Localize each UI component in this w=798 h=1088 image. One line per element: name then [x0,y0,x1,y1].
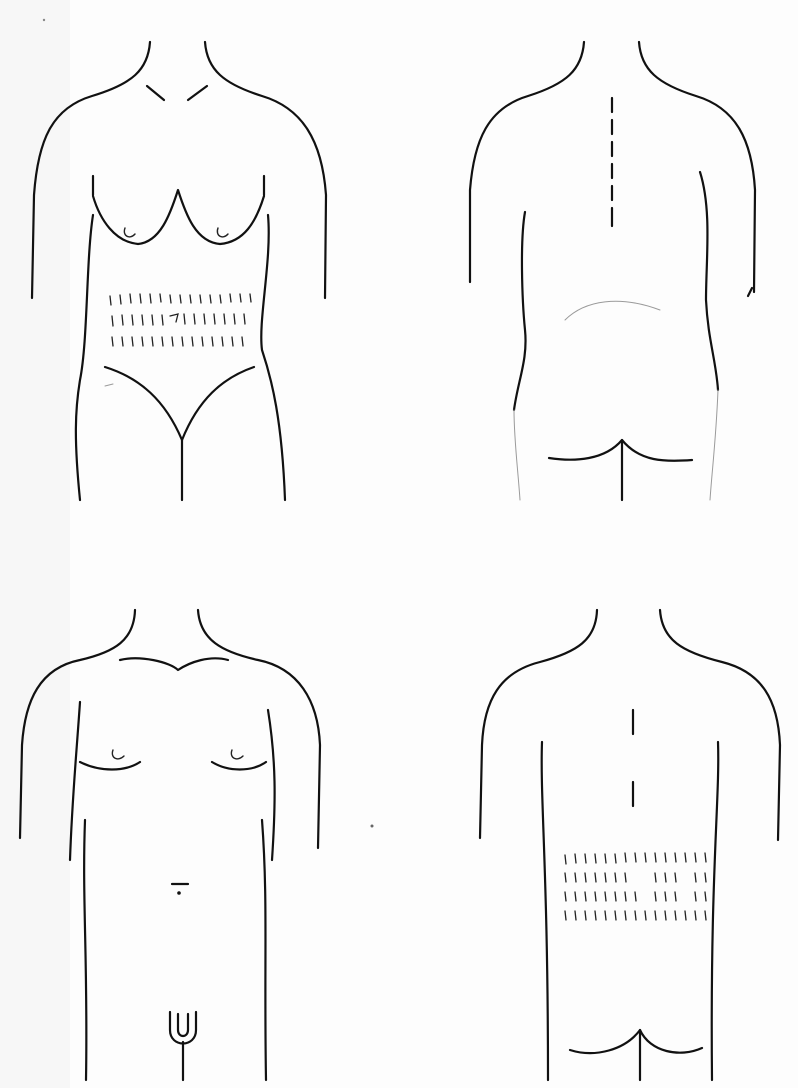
lower-back-hatch-marks [565,853,706,920]
female-back-figure [470,42,755,500]
paper-speck [43,19,45,21]
paper-shading [0,0,70,1088]
female-front-figure [32,42,326,500]
abdomen-hatch-marks [110,294,251,346]
male-back-figure [480,610,780,1080]
paper-speck [371,825,374,828]
